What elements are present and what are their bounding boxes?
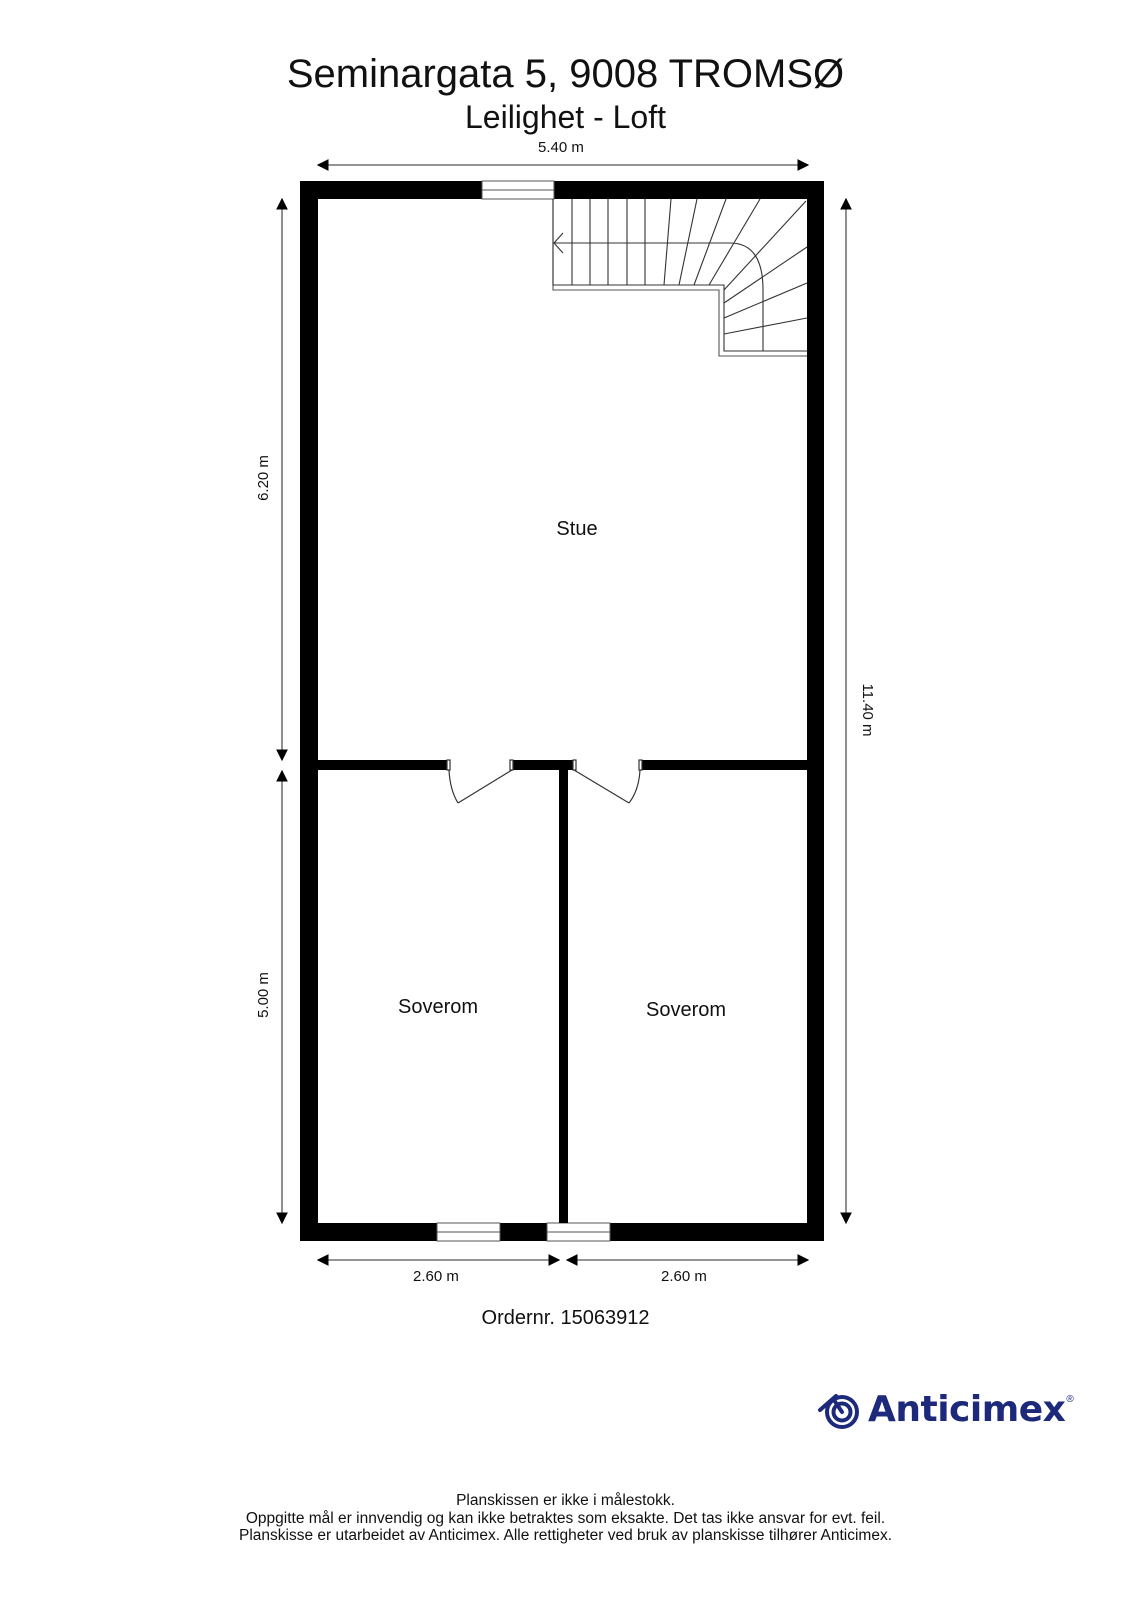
stair-treads (571, 198, 808, 335)
stair-direction-line (553, 242, 764, 351)
wall-left (300, 181, 318, 1241)
doors (446, 759, 643, 804)
wall-right (807, 181, 824, 1241)
disclaimer-footer: Planskissen er ikke i målestokk. Oppgitt… (0, 1492, 1131, 1545)
outer-walls (300, 181, 824, 1241)
floor-subtitle: Leilighet - Loft (464, 99, 666, 135)
wall-top-right (554, 181, 824, 199)
dimension-lines (276, 159, 852, 1266)
door-left-bedroom (446, 759, 514, 804)
interior-walls (318, 760, 807, 1223)
door-right-bedroom (572, 759, 643, 804)
windows (436, 180, 611, 1242)
wall-bottom-left (300, 1223, 437, 1241)
window-top (481, 180, 555, 200)
stair-outline-outer (552, 199, 807, 357)
interior-wall-right-segment (640, 760, 807, 770)
wall-bottom-right (610, 1223, 824, 1241)
property-address-title: Seminargata 5, 9008 TROMSØ (286, 52, 845, 96)
wall-top-left (300, 181, 482, 199)
room-label-stue: Stue (556, 518, 598, 540)
right-total-height-label: 11.40 m (859, 683, 876, 737)
anticimex-logo: Anticimex ® (816, 1388, 1074, 1432)
interior-wall-middle-segment (512, 760, 574, 770)
anticimex-emblem-icon (818, 1394, 859, 1429)
window-bottom-right (546, 1222, 611, 1242)
wall-bottom-mid (500, 1223, 547, 1241)
staircase (552, 198, 808, 357)
disclaimer-line-2: Oppgitte mål er innvendig og kan ikke be… (245, 1509, 886, 1527)
left-upper-height-label: 6.20 m (255, 455, 272, 501)
bottom-left-width-label: 2.60 m (413, 1268, 459, 1285)
disclaimer-line-1: Planskissen er ikke i målestokk. (456, 1492, 675, 1509)
interior-wall-left-segment (318, 760, 449, 770)
left-lower-height-label: 5.00 m (255, 972, 272, 1018)
disclaimer-line-3: Planskisse er utarbeidet av Anticimex. A… (238, 1527, 892, 1544)
bottom-right-width-label: 2.60 m (661, 1268, 707, 1285)
top-width-label: 5.40 m (538, 139, 584, 156)
room-label-soverom-right: Soverom (645, 999, 727, 1021)
order-number: Ordernr. 15063912 (481, 1307, 650, 1329)
interior-wall-center-vertical (559, 770, 568, 1223)
registered-mark: ® (1066, 1394, 1074, 1405)
stair-arrow-head-icon (553, 232, 564, 254)
room-label-soverom-left: Soverom (397, 996, 479, 1018)
window-bottom-left (436, 1222, 501, 1242)
anticimex-wordmark: Anticimex (868, 1389, 1066, 1430)
stair-outline-inner (552, 199, 807, 352)
